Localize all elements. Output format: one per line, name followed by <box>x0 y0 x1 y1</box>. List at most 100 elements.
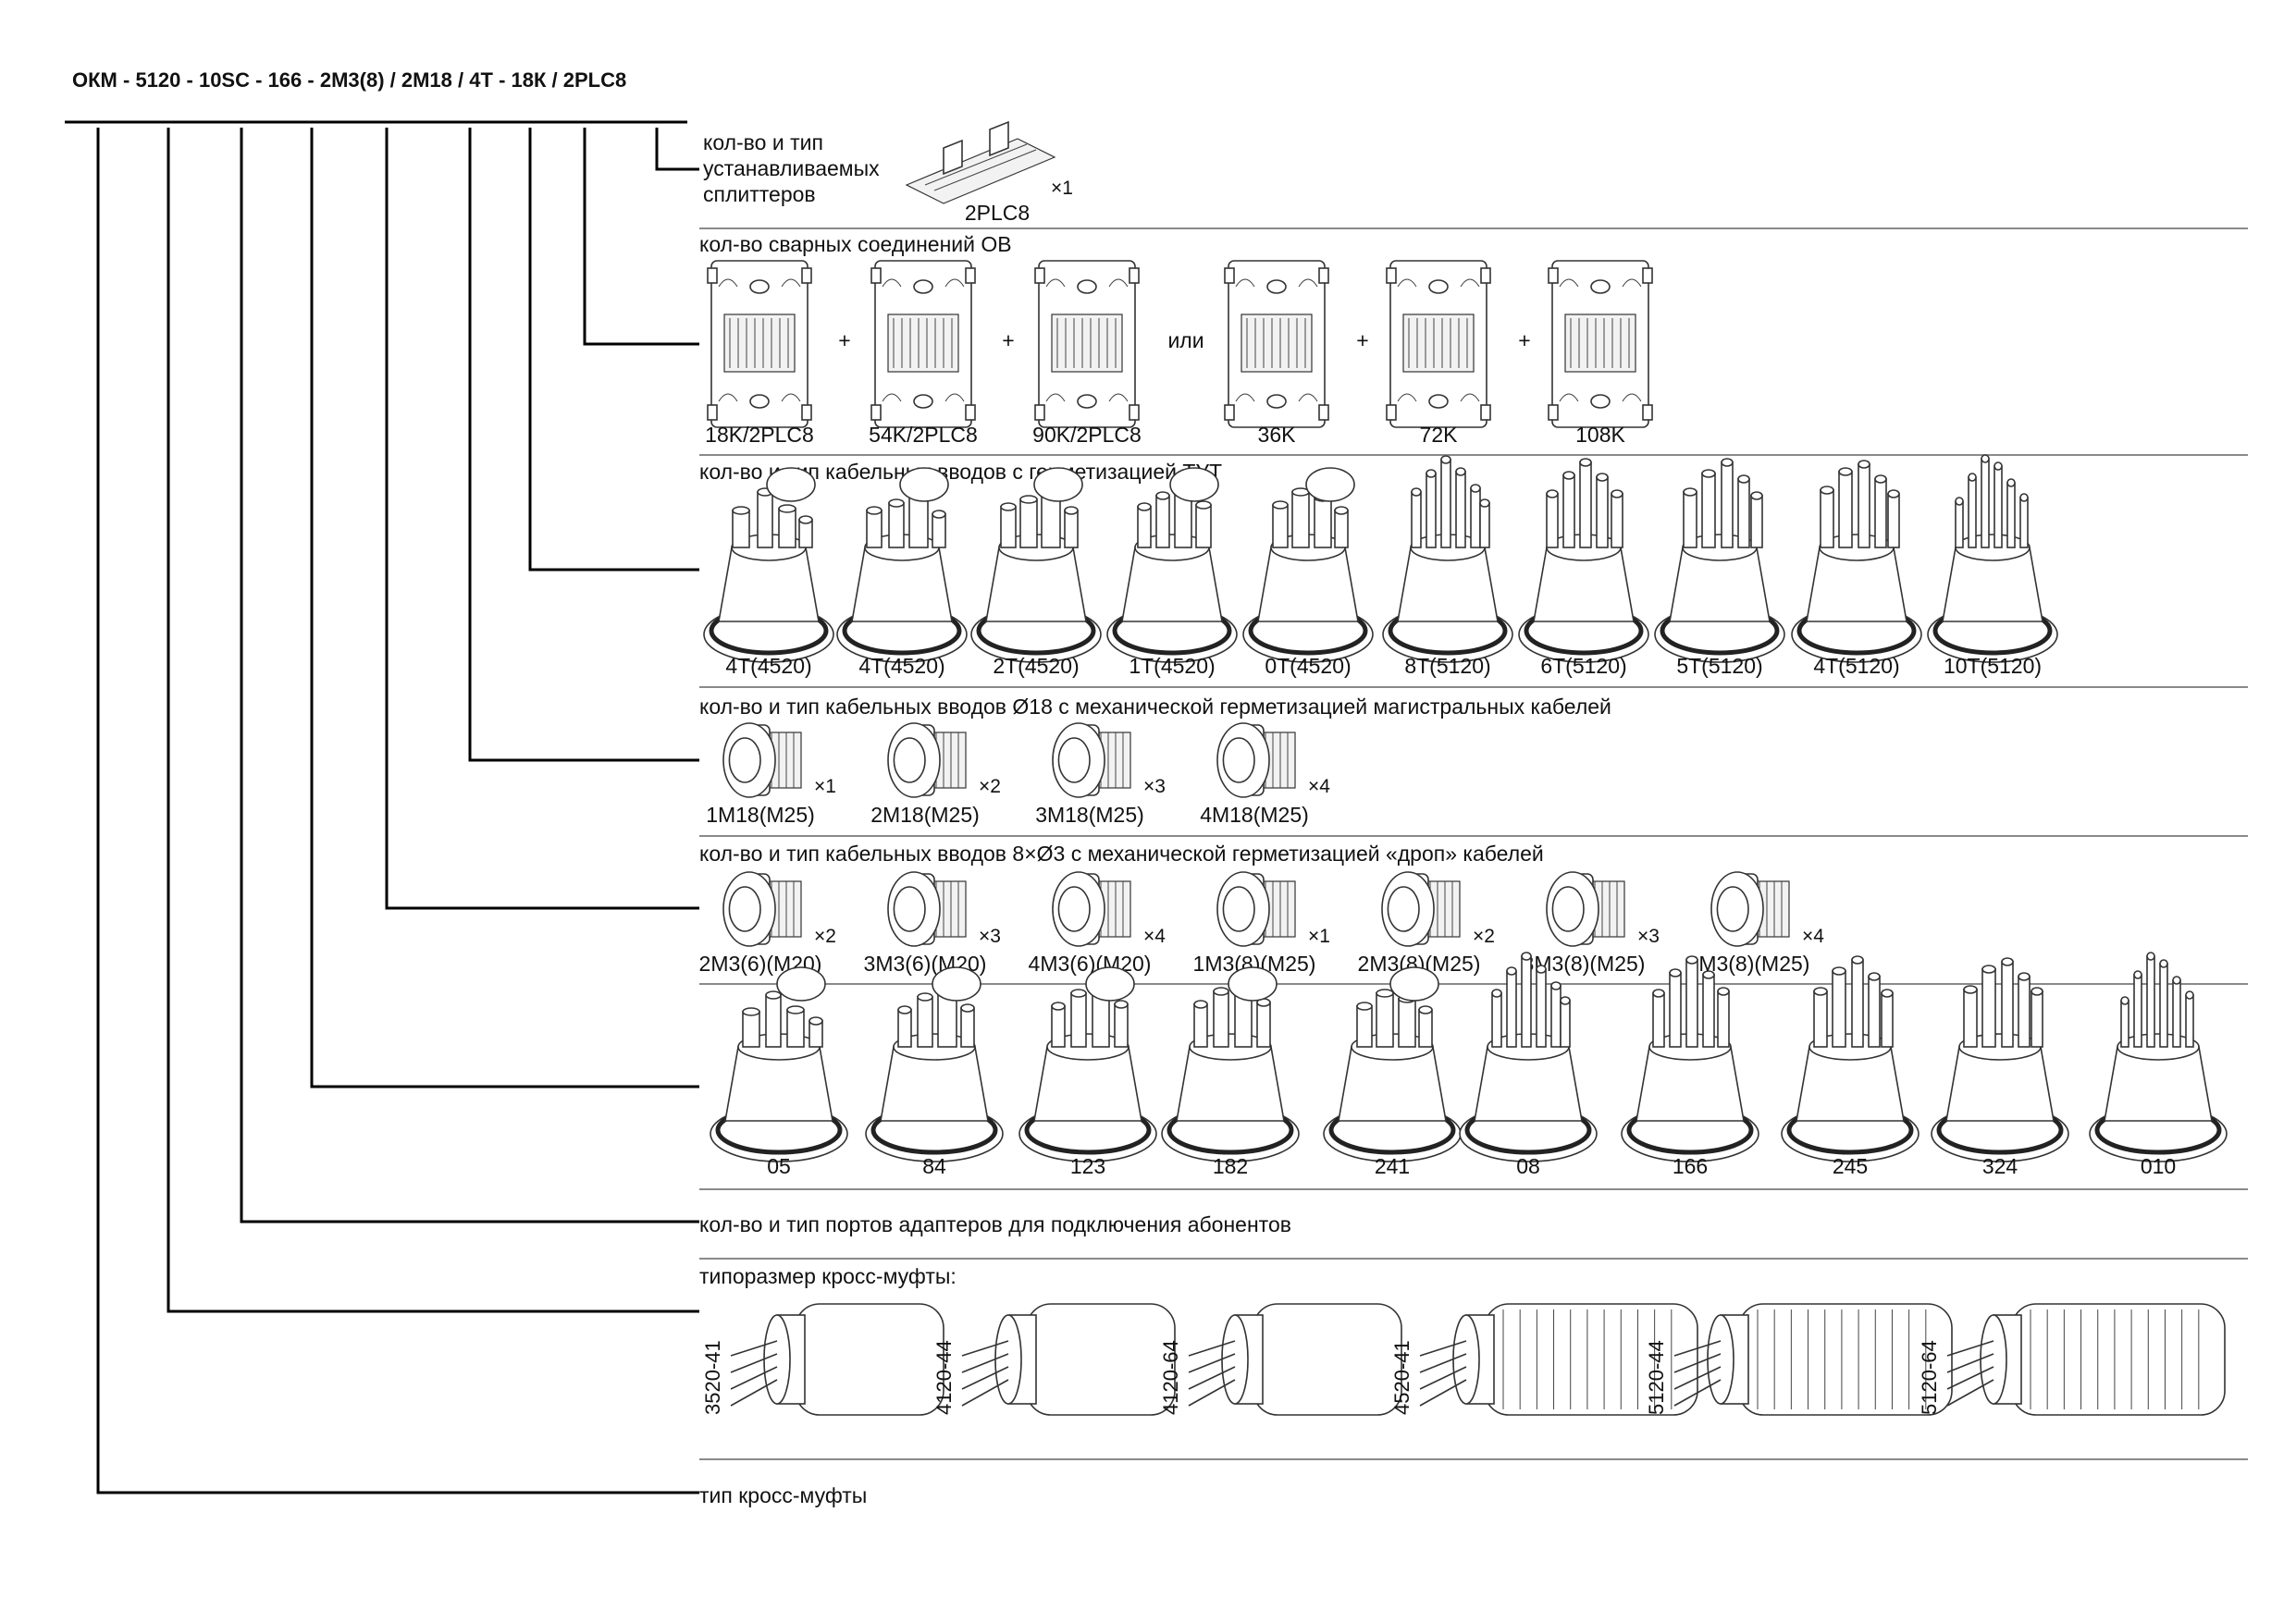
fiber-closure-icon <box>1673 1303 1953 1416</box>
tut-item: 4T(4520) <box>703 467 834 678</box>
row-separators <box>699 227 2248 1460</box>
m18-item: ×4 4M18(M25) <box>1200 722 1330 827</box>
m3-item: ×4 4M3(6)(M20) <box>1029 871 1166 976</box>
code-separator: / <box>546 68 562 92</box>
weld-label: 54K/2PLC8 <box>869 423 978 447</box>
leader-lines <box>65 120 699 1494</box>
weld-joiner: + <box>1518 328 1530 352</box>
closure-dome <box>1253 1303 1402 1416</box>
m18-label: 4M18(M25) <box>1200 803 1309 827</box>
splice-tray-icon <box>1224 260 1329 428</box>
cable-entry-base-icon <box>1106 467 1238 663</box>
closure-size-label: 4120-44 <box>932 1340 956 1415</box>
port-label: 84 <box>922 1154 946 1178</box>
leader-2plc8 <box>655 128 699 171</box>
port-label: 241 <box>1375 1154 1410 1178</box>
tut-label: 2T(4520) <box>993 654 1079 678</box>
cable-entry-base-icon <box>1621 955 1759 1162</box>
leader-5120 <box>167 128 699 1313</box>
port-item: 166 <box>1621 955 1759 1178</box>
cable-entry-base-icon <box>1927 454 2058 663</box>
code-segment: 2М18 <box>401 68 452 92</box>
product-code: ОКМ - 5120 - 10SC - 166 - 2М3(8) / 2М18 … <box>72 68 626 92</box>
m18-item: ×2 2M18(M25) <box>870 722 1001 827</box>
code-segment: 10SC <box>199 68 250 92</box>
tut-label: 5T(5120) <box>1676 654 1762 678</box>
closure-size-label: 4520-41 <box>1390 1340 1413 1415</box>
weld-label: 72K <box>1420 423 1459 447</box>
port-item: 08 <box>1459 952 1598 1178</box>
type-title: тип кросс-муфты <box>699 1483 867 1507</box>
splitter-mult: ×1 <box>1051 178 1073 199</box>
weld-joiner: + <box>1002 328 1014 352</box>
tut-item: 4T(5120) <box>1791 460 1922 678</box>
cable-gland-icon <box>1052 871 1131 947</box>
port-label: 08 <box>1516 1154 1540 1178</box>
m3-mult: ×3 <box>1637 926 1660 947</box>
m18-item: ×3 3M18(M25) <box>1035 722 1166 827</box>
cable-gland-icon <box>1216 722 1296 798</box>
port-label: 123 <box>1070 1154 1105 1178</box>
code-separator: - <box>117 68 136 92</box>
fiber-closure-icon <box>730 1303 944 1416</box>
closure-item: 4120-64 <box>1159 1303 1402 1416</box>
tut-item: 8T(5120) <box>1382 455 1513 678</box>
port-label: 245 <box>1833 1154 1868 1178</box>
splice-tray-icon <box>1034 260 1140 428</box>
leader-okm <box>96 128 699 1494</box>
code-separator: - <box>250 68 268 92</box>
leader-4t <box>528 128 699 572</box>
m3-mult: ×4 <box>1143 926 1166 947</box>
cable-entry-base-icon <box>865 966 1004 1162</box>
m3-row: ×22M3(6)(M20)×33M3(6)(M20)×44M3(6)(M20)×… <box>699 871 1824 976</box>
port-item: 241 <box>1323 966 1462 1178</box>
leader-2m18 <box>468 128 699 762</box>
weld-item: 90K/2PLC8 <box>1032 260 1142 447</box>
tut-item: 1T(4520) <box>1106 467 1238 678</box>
splitters-title-line: кол-во и тип <box>703 130 823 154</box>
code-separator: / <box>452 68 469 92</box>
tut-label: 4T(4520) <box>725 654 811 678</box>
weld-item: 72K <box>1386 260 1491 447</box>
cable-entry-base-icon <box>1242 467 1374 663</box>
closure-dome <box>795 1303 944 1416</box>
cable-gland-icon <box>722 722 802 798</box>
m18-label: 2M18(M25) <box>870 803 980 827</box>
leader-18k <box>583 128 699 346</box>
m18-mult: ×3 <box>1143 776 1166 797</box>
m18-label: 3M18(M25) <box>1035 803 1144 827</box>
closure-dome <box>1026 1303 1176 1416</box>
cable-entry-base-icon <box>1654 458 1785 663</box>
m3-mult: ×4 <box>1802 926 1824 947</box>
closure-size-label: 5120-64 <box>1918 1340 1941 1415</box>
fiber-closure-icon <box>961 1303 1176 1416</box>
weld-label: 108K <box>1575 423 1625 447</box>
weld-label: 18K/2PLC8 <box>705 423 814 447</box>
m18-mult: ×4 <box>1308 776 1330 797</box>
ports-title: кол-во и тип портов адаптеров для подклю… <box>699 1212 1291 1236</box>
splice-tray-icon <box>1386 260 1491 428</box>
m3-label: 4M3(6)(M20) <box>1029 952 1152 976</box>
weld-item: 54K/2PLC8 <box>869 260 978 447</box>
port-item: 010 <box>2089 952 2228 1178</box>
fiber-closure-icon <box>1188 1303 1402 1416</box>
closure-size-label: 4120-64 <box>1159 1340 1182 1415</box>
cable-entry-base-icon <box>1459 952 1598 1162</box>
leader-10sc <box>240 128 699 1223</box>
fiber-closure-icon <box>1419 1303 1698 1416</box>
cable-gland-icon <box>1216 871 1296 947</box>
closure-size-label: 3520-41 <box>701 1340 724 1415</box>
m18-mult: ×2 <box>979 776 1001 797</box>
cable-entry-base-icon <box>703 467 834 663</box>
code-segment: 4Т <box>469 68 493 92</box>
m3-mult: ×1 <box>1308 926 1330 947</box>
